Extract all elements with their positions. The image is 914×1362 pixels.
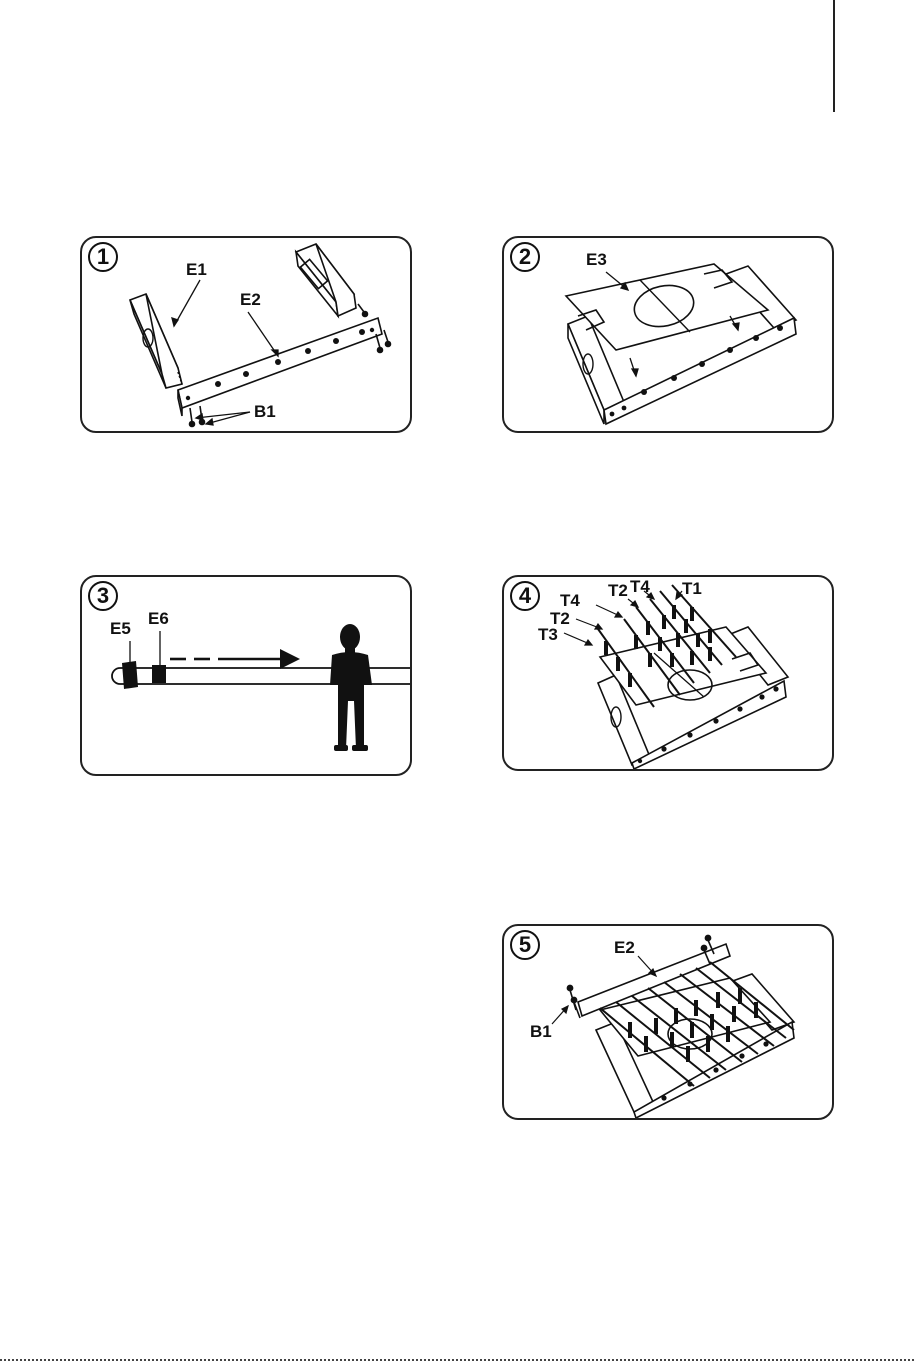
label-e2: E2 bbox=[240, 290, 261, 310]
step-5-panel: 5 E2 B1 bbox=[502, 924, 834, 1120]
label-e6: E6 bbox=[148, 609, 169, 629]
step-number: 2 bbox=[510, 242, 540, 272]
label-e1: E1 bbox=[186, 260, 207, 280]
step-3-panel: 3 E5 E6 bbox=[80, 575, 412, 776]
label-t4-back: T4 bbox=[630, 577, 650, 597]
label-b1: B1 bbox=[530, 1022, 552, 1042]
step-number: 4 bbox=[510, 581, 540, 611]
step-3-illustration bbox=[82, 577, 410, 774]
step-number: 1 bbox=[88, 242, 118, 272]
step-2-panel: 2 E3 bbox=[502, 236, 834, 433]
page-bottom-edge bbox=[0, 1359, 914, 1361]
label-t2-back: T2 bbox=[608, 581, 628, 601]
step-1-panel: 1 E1 E2 B1 bbox=[80, 236, 412, 433]
page-edge-rule bbox=[833, 0, 835, 112]
label-t1: T1 bbox=[682, 579, 702, 599]
step-1-illustration bbox=[82, 238, 410, 431]
step-number: 3 bbox=[88, 581, 118, 611]
label-e5: E5 bbox=[110, 619, 131, 639]
label-t4-front: T4 bbox=[560, 591, 580, 611]
label-e3: E3 bbox=[586, 250, 607, 270]
step-2-illustration bbox=[504, 238, 832, 431]
label-e2: E2 bbox=[614, 938, 635, 958]
step-4-illustration bbox=[504, 577, 832, 769]
step-4-panel: 4 T1 T2 T4 T4 T2 T3 bbox=[502, 575, 834, 771]
step-5-illustration bbox=[504, 926, 832, 1118]
step-number: 5 bbox=[510, 930, 540, 960]
label-b1: B1 bbox=[254, 402, 276, 422]
label-t3: T3 bbox=[538, 625, 558, 645]
